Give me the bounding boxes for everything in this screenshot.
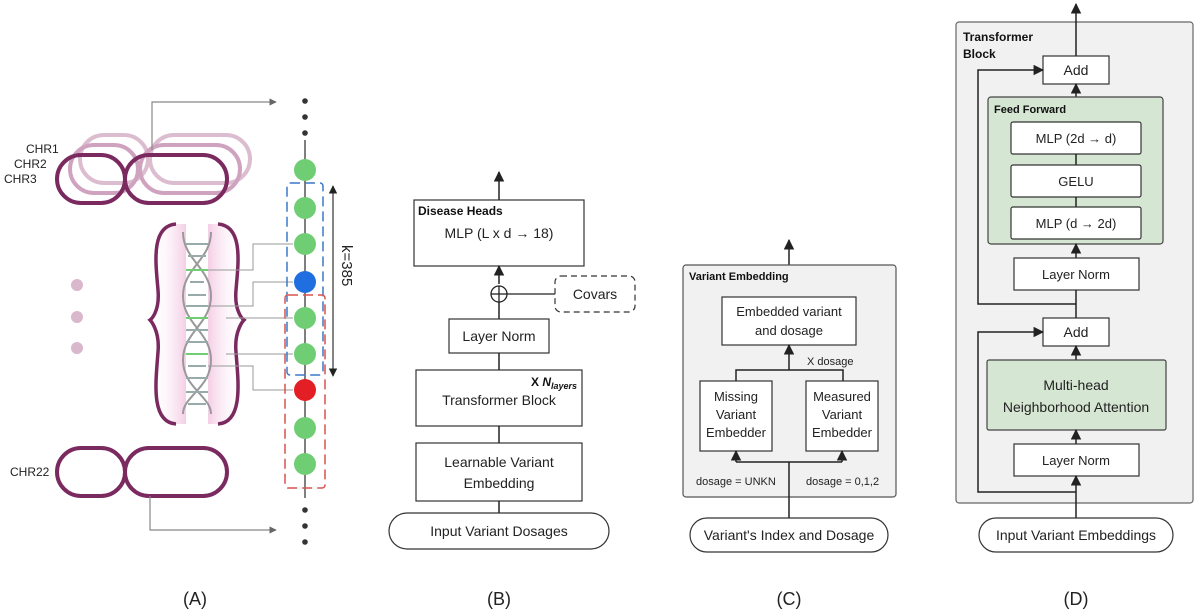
covars-box xyxy=(554,275,636,313)
attention-line1: Multi-head xyxy=(1043,377,1108,393)
variant-index-input-label: Variant's Index and Dosage xyxy=(704,527,875,543)
layer-norm-top-label: Layer Norm xyxy=(1042,267,1110,282)
gelu-label: GELU xyxy=(1058,174,1093,189)
mlp-2d-d-label: MLP (2d → d) xyxy=(1036,131,1117,146)
add-bottom-label: Add xyxy=(1064,324,1089,340)
window-blue xyxy=(286,182,324,376)
chr3-label: CHR3 xyxy=(4,172,37,186)
embedding-line1: Learnable Variant xyxy=(444,454,554,470)
layer-norm-box xyxy=(448,318,550,354)
dosage-values-label: dosage = 0,1,2 xyxy=(806,476,879,488)
layer-norm-top-box xyxy=(1013,257,1140,291)
variant-node-outlier xyxy=(294,379,316,401)
panel-c: Variant Embedding Embedded variant and d… xyxy=(682,238,897,609)
panel-a-caption: (A) xyxy=(183,589,207,609)
chr22-connector xyxy=(149,496,277,534)
panel-c-caption: (C) xyxy=(777,589,802,609)
transformer-title-line2: Block xyxy=(963,47,996,61)
variant-embedding-title: Variant Embedding xyxy=(689,271,789,283)
add-top-box xyxy=(1042,55,1110,85)
window-size-label: k=385 xyxy=(338,245,355,286)
transformer-title-line1: Transformer xyxy=(963,30,1033,44)
zoomed-chromosome xyxy=(147,222,247,426)
variant-node xyxy=(294,417,316,439)
chr1-label: CHR1 xyxy=(26,142,59,156)
measured-line3: Embedder xyxy=(812,425,873,440)
layers-repeat-label: X Nlayers xyxy=(531,375,577,391)
embedding-line2: Embedding xyxy=(464,475,535,491)
chr22-label: CHR22 xyxy=(10,465,50,479)
variant-embedding-box xyxy=(415,442,583,502)
dosage-unknown-label: dosage = UNKN xyxy=(696,476,776,488)
panel-d: Transformer Block Add Feed Forward MLP (… xyxy=(955,2,1194,609)
window-red xyxy=(284,294,326,489)
missing-line1: Missing xyxy=(714,389,758,404)
transformer-block-label: Transformer Block xyxy=(442,392,557,408)
dna-helix xyxy=(181,231,213,415)
variant-node xyxy=(294,343,316,365)
variant-node xyxy=(294,159,316,181)
chr2-label: CHR2 xyxy=(14,157,47,171)
dosage-split-lines xyxy=(736,461,842,518)
disease-heads-mlp: MLP (L x d → 18) xyxy=(445,225,554,241)
chromosome-stack-faded xyxy=(68,133,252,195)
variant-node xyxy=(294,197,316,219)
variant-ellipsis-bottom xyxy=(302,507,308,545)
helix-variant-connectors xyxy=(208,243,293,391)
input-embeddings-box xyxy=(978,517,1174,553)
variant-nodes xyxy=(294,159,316,475)
attention-line2: Neighborhood Attention xyxy=(1003,399,1149,415)
layer-norm-label: Layer Norm xyxy=(462,328,535,344)
covars-label: Covars xyxy=(573,286,617,302)
input-dosages-box xyxy=(388,512,610,550)
measured-line2: Variant xyxy=(822,407,863,422)
panel-b-caption: (B) xyxy=(487,589,511,609)
input-embeddings-label: Input Variant Embeddings xyxy=(996,527,1156,543)
residual-connection-bottom xyxy=(977,326,1076,493)
chromosome-chr1 xyxy=(55,153,229,205)
attention-box xyxy=(986,359,1167,431)
variant-node xyxy=(294,307,316,329)
missing-line3: Embedder xyxy=(706,425,767,440)
layer-norm-bottom-box xyxy=(1013,443,1140,477)
variant-node xyxy=(294,453,316,475)
measured-embedder-box xyxy=(805,380,879,452)
layer-norm-bottom-label: Layer Norm xyxy=(1042,453,1110,468)
mlp-d-2d-box xyxy=(1010,206,1142,240)
transformer-block-box xyxy=(415,369,583,427)
feed-forward-title: Feed Forward xyxy=(994,104,1066,116)
residual-connection-top xyxy=(977,64,1076,305)
chr-top-connector xyxy=(151,98,277,150)
embedded-variant-box xyxy=(721,296,857,346)
missing-embedder-box xyxy=(699,380,773,452)
variant-node-selected xyxy=(294,271,316,293)
missing-line2: Variant xyxy=(716,407,757,422)
panel-a: CHR1 CHR2 CHR3 xyxy=(4,98,355,609)
add-top-label: Add xyxy=(1064,62,1089,78)
chromosome-ellipsis xyxy=(71,279,83,354)
embedded-line1: Embedded variant xyxy=(736,304,842,319)
input-dosages-label: Input Variant Dosages xyxy=(430,523,568,539)
variant-index-input-box xyxy=(689,517,889,553)
panel-b: Disease Heads MLP (L x d → 18) Covars La… xyxy=(388,170,636,609)
variant-node xyxy=(294,233,316,255)
chromosome-chr22 xyxy=(55,446,229,498)
panel-d-caption: (D) xyxy=(1064,589,1089,609)
x-dosage-label: X dosage xyxy=(807,356,853,368)
variant-ellipsis-top xyxy=(302,98,308,136)
measured-line1: Measured xyxy=(813,389,871,404)
mlp-d-2d-label: MLP (d → 2d) xyxy=(1036,216,1117,231)
embedded-line2: and dosage xyxy=(755,323,823,338)
disease-heads-title: Disease Heads xyxy=(418,204,503,218)
